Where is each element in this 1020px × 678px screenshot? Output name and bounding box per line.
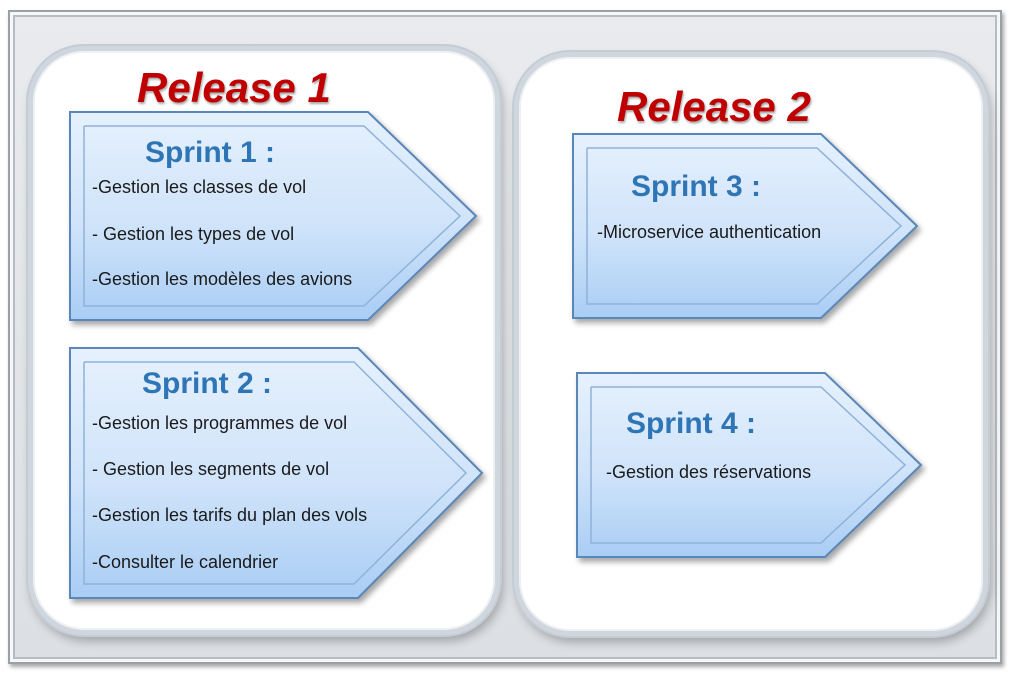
sprint-2-item-1: -Gestion les programmes de vol [92,413,348,433]
sprint-1-title: Sprint 1 : [145,136,276,169]
sprint-1-arrow: Sprint 1 : -Gestion les classes de vol -… [69,111,478,321]
sprint-3-item-1: -Microservice authentication [597,222,822,242]
sprint-3-shape [572,133,919,319]
sprint-2-item-2: - Gestion les segments de vol [92,459,330,479]
sprint-3-arrow: Sprint 3 : -Microservice authentication [572,133,919,319]
sprint-4-shape [576,372,923,558]
sprint-2-item-3: -Gestion les tarifs du plan des vols [92,505,368,525]
sprint-1-item-2: - Gestion les types de vol [92,224,295,244]
release-2-title: Release 2 [617,83,811,130]
release-1-title: Release 1 [137,64,331,111]
sprint-2-item-4: -Consulter le calendrier [92,552,279,572]
sprint-4-title: Sprint 4 : [626,407,757,440]
sprint-2-arrow: Sprint 2 : -Gestion les programmes de vo… [69,347,484,599]
sprint-4-item-1: -Gestion des réservations [606,462,812,482]
sprint-2-title: Sprint 2 : [142,367,273,400]
sprint-2-shape [69,347,484,599]
sprint-1-item-3: -Gestion les modèles des avions [92,269,353,289]
sprint-4-arrow: Sprint 4 : -Gestion des réservations [576,372,923,558]
sprint-1-item-1: -Gestion les classes de vol [92,177,307,197]
sprint-1-shape [69,111,478,321]
sprint-3-title: Sprint 3 : [631,170,762,203]
